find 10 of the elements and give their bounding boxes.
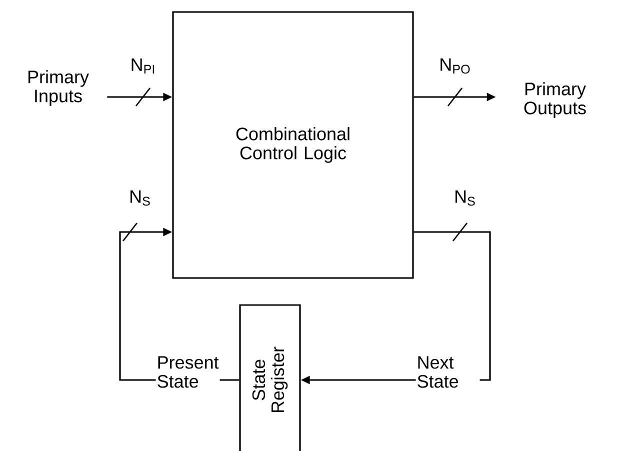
edge-label: N$_{PI}$ (129, 57, 157, 75)
logic-block: Combinational Control Logic (172, 11, 414, 279)
signal-label: Next State (416, 355, 480, 389)
edge-label: N$_{PO}$ (438, 57, 472, 75)
output-label: Primary Outputs (524, 82, 586, 118)
edge-label: N$_{S}$ (453, 189, 477, 207)
signal-label: Present State (156, 355, 220, 389)
input-label: Primary Inputs (28, 70, 89, 106)
register-box: State Register (239, 304, 301, 451)
edge-label: N$_{S}$ (128, 189, 152, 207)
